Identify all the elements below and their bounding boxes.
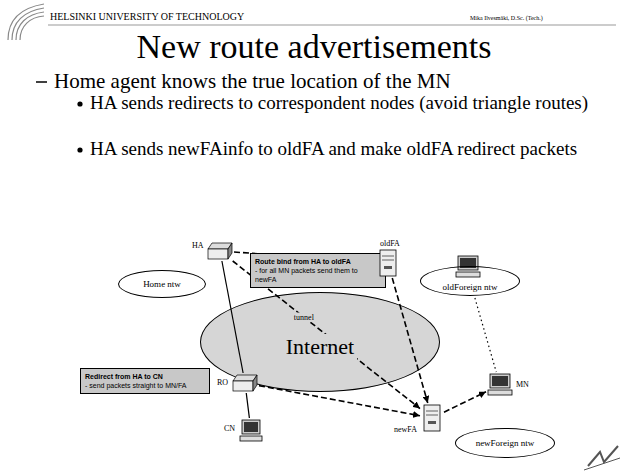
node-label: Home ntw (143, 279, 181, 289)
network-ellipse: oldForeign ntw (420, 266, 520, 296)
node-label: CN (224, 424, 235, 433)
server-shape (378, 250, 398, 276)
callout-box: Redirect from HA to CN- send packets str… (80, 368, 210, 394)
callout-heading: Redirect from HA to CN (85, 372, 205, 381)
computer-icon: MN (488, 374, 512, 396)
internet-cloud-fill (200, 292, 440, 392)
bullet-dot (77, 101, 82, 106)
header-text: HELSINKI UNIVERSITY OF TECHNOLOGY (50, 11, 244, 23)
link-line (246, 393, 249, 418)
bullet-text: Home agent knows the true location of th… (54, 69, 614, 93)
router-shape (208, 243, 232, 259)
node-label: newForeign ntw (476, 438, 535, 448)
server-shape (422, 405, 442, 431)
callout-body: - send packets straight to MN/FA (85, 381, 205, 390)
author-text: Mika Ilvesmäki, D.Sc. (Tech.) (470, 14, 543, 22)
dashed-route (475, 298, 496, 372)
dashed-route (259, 386, 420, 416)
server-icon: oldFA (378, 250, 398, 276)
university-logo (8, 4, 44, 40)
computer-shape (488, 374, 512, 396)
header-rule (48, 25, 616, 26)
callout-box: Route bind from HA to oldFA- for all MN … (250, 253, 386, 288)
callout-heading: Route bind from HA to oldFA (255, 257, 381, 266)
corner-logo (584, 446, 620, 470)
dashed-route (444, 392, 486, 412)
node-label: MN (516, 380, 529, 389)
bullet-dot (77, 147, 82, 152)
slide-title: New route advertisements (0, 28, 628, 66)
node-label: HA (192, 241, 204, 250)
bullet-dash (36, 81, 47, 83)
network-ellipse: newForeign ntw (455, 428, 555, 458)
link-line (222, 261, 243, 373)
server-icon: newFA (422, 405, 442, 431)
router-icon: HA (208, 243, 232, 259)
node-label: RO (217, 378, 228, 387)
dashed-route (392, 278, 427, 403)
sub-bullet-text: HA sends redirects to correspondent node… (90, 92, 590, 114)
node-label: newFA (394, 425, 417, 434)
computer-icon: CN (240, 420, 262, 442)
network-ellipse: Home ntw (118, 270, 206, 298)
computer-shape (240, 420, 262, 442)
edge-label: tunnel (292, 313, 316, 322)
node-label: oldFA (380, 239, 400, 248)
node-label: Internet (283, 334, 357, 360)
callout-body: - for all MN packets send them to newFA (255, 266, 381, 284)
sub-bullet-text: HA sends newFAinfo to oldFA and make old… (90, 138, 590, 160)
router-shape (233, 375, 257, 391)
node-label: oldForeign ntw (442, 282, 497, 292)
router-icon: RO (233, 375, 257, 391)
